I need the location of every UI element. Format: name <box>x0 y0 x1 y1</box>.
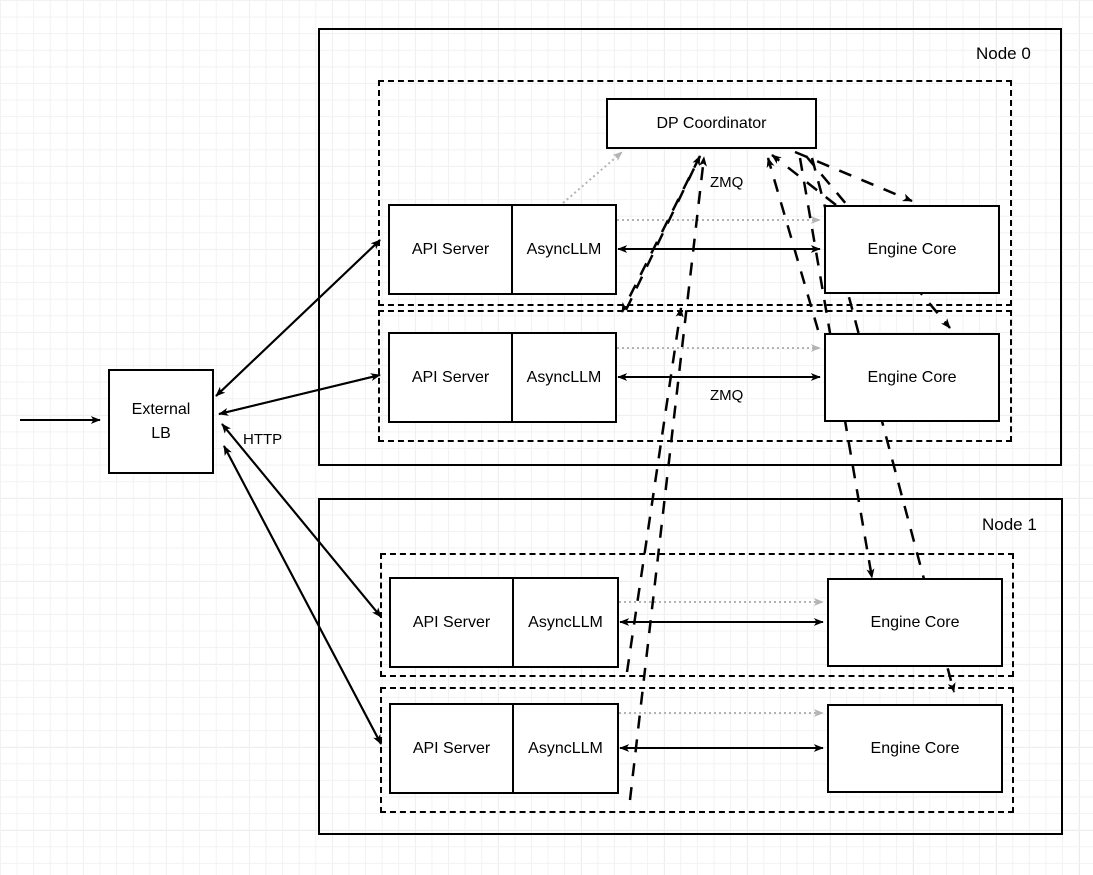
node-1-rank-1-engine-core-box[interactable]: Engine Core <box>827 704 1003 793</box>
dp-coordinator-box[interactable]: DP Coordinator <box>606 98 817 149</box>
async-llm-cell[interactable]: AsyncLLM <box>514 705 617 792</box>
async-llm-cell[interactable]: AsyncLLM <box>513 334 615 421</box>
node-0-rank-0-zmq-label: ZMQ <box>710 174 744 191</box>
async-llm-label: AsyncLLM <box>528 739 603 757</box>
node-1-rank-0-engine-core-box[interactable]: Engine Core <box>827 578 1003 667</box>
node-1-rank-0-group <box>380 553 1014 677</box>
node-1-label: Node 1 <box>982 515 1037 534</box>
api-server-cell[interactable]: API Server <box>390 206 513 293</box>
node-0-label: Node 0 <box>976 44 1031 63</box>
dp-coordinator-label: DP Coordinator <box>656 114 767 132</box>
node-0-rank-1-group <box>378 310 1012 442</box>
engine-core-label: Engine Core <box>870 613 960 631</box>
engine-core-label: Engine Core <box>867 240 957 258</box>
async-llm-label: AsyncLLM <box>526 240 602 258</box>
node-0-rank-0-api-server-box[interactable]: API Server AsyncLLM <box>388 204 617 295</box>
node-0-rank-0-engine-core-box[interactable]: Engine Core <box>824 205 1000 294</box>
async-llm-label: AsyncLLM <box>526 368 602 386</box>
node-0-rank-1-engine-core-box[interactable]: Engine Core <box>824 333 1000 422</box>
http-edges <box>20 239 382 745</box>
node-1-boundary <box>318 498 1063 835</box>
node-1-rank-1-api-server-box[interactable]: API Server AsyncLLM <box>389 703 619 794</box>
dotted-request-edges <box>562 151 824 717</box>
node-1-rank-1-group <box>380 687 1014 813</box>
api-server-label: API Server <box>412 613 491 631</box>
api-server-label: API Server <box>412 739 491 757</box>
async-llm-cell[interactable]: AsyncLLM <box>513 206 615 293</box>
api-server-cell[interactable]: API Server <box>391 705 514 792</box>
node-0-rank-1-zmq-label: ZMQ <box>710 387 744 404</box>
async-llm-cell[interactable]: AsyncLLM <box>514 579 617 666</box>
external-lb-box[interactable]: External LB <box>108 369 214 474</box>
api-server-cell[interactable]: API Server <box>390 334 513 421</box>
api-server-cell[interactable]: API Server <box>391 579 514 666</box>
node-0-rank-0-group <box>378 80 1012 306</box>
node-0-rank-1-api-server-box[interactable]: API Server AsyncLLM <box>388 332 617 423</box>
zmq-edges <box>617 245 824 752</box>
async-llm-label: AsyncLLM <box>528 613 603 631</box>
external-lb-label-line1: External <box>131 401 191 419</box>
api-server-label: API Server <box>411 240 490 258</box>
engine-core-label: Engine Core <box>867 368 957 386</box>
http-label: HTTP <box>243 431 283 448</box>
node-0-boundary <box>318 28 1062 466</box>
api-server-label: API Server <box>411 368 490 386</box>
external-lb-label-line2: LB <box>151 424 171 442</box>
engine-core-label: Engine Core <box>870 739 960 757</box>
node-1-rank-0-api-server-box[interactable]: API Server AsyncLLM <box>389 577 619 668</box>
